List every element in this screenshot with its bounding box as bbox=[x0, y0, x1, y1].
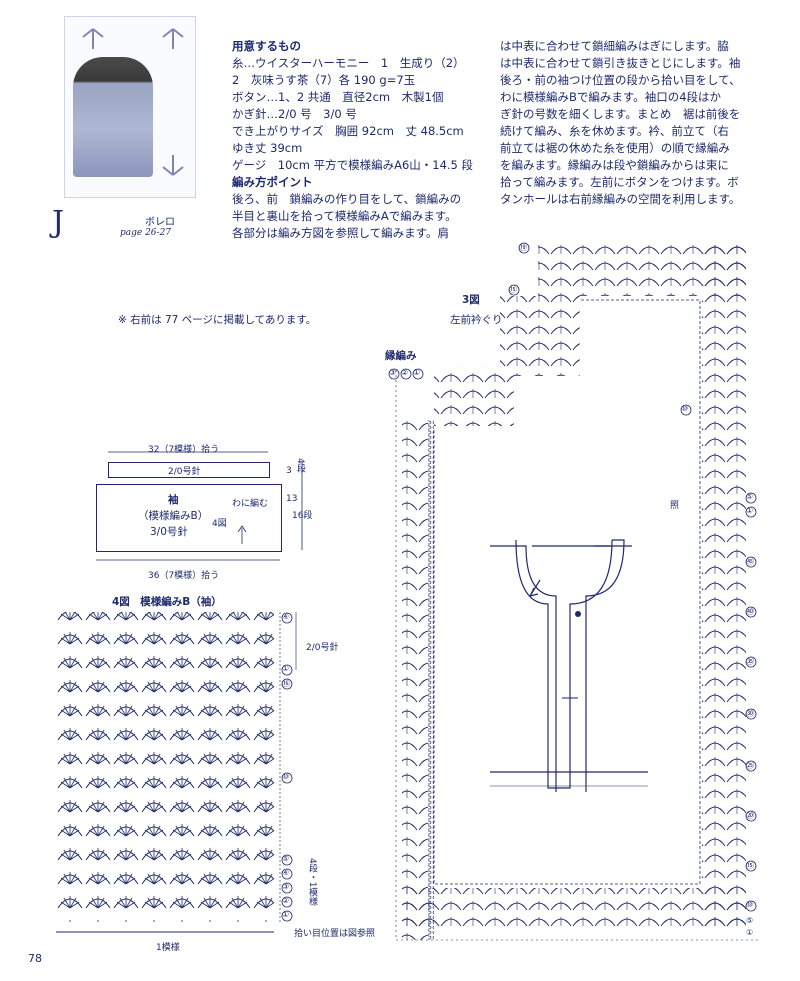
instructions-line: は中表に合わせて鎖引き抜きとじにします。袖 bbox=[500, 56, 741, 70]
row-mark: ⑤ bbox=[746, 492, 754, 501]
materials-line: ゆき丈 39cm bbox=[232, 141, 303, 155]
sleeve-needle-top: 2/0号針 bbox=[168, 467, 201, 477]
row-mark: ㉚ bbox=[746, 709, 754, 718]
materials-line: ボタン…1、2 共通 直径2cm 木製1個 bbox=[232, 90, 444, 104]
row-mark: ⑩ bbox=[746, 900, 754, 909]
collar-left-pick: （3模様）拾う bbox=[487, 591, 525, 614]
button-position-note: ボタンつけ位置 bbox=[598, 635, 662, 645]
fig4-pickup-note: 拾い目位置は図参照 bbox=[294, 929, 376, 939]
materials-title: 用意するもの bbox=[232, 39, 301, 53]
points-title: 編み方ポイント bbox=[232, 175, 313, 189]
sleeve-cuff bbox=[108, 462, 270, 478]
instructions-line: は中表に合わせて鎖細編みはぎにします。脇 bbox=[500, 39, 729, 53]
row-mark: ⑲ bbox=[519, 243, 527, 252]
collar-right-pick: （3模様）拾う bbox=[623, 591, 661, 614]
row-mark: ⑮ bbox=[746, 861, 754, 870]
row-mark: ② bbox=[401, 368, 409, 377]
fig4-needle: 2/0号針 bbox=[306, 643, 339, 653]
row-mark: ㊺ bbox=[746, 557, 754, 566]
row-mark: ⑯ bbox=[282, 679, 290, 688]
row-mark: ⑤ bbox=[282, 854, 290, 863]
fig3-row-marks bbox=[508, 242, 757, 912]
points-line: 各部分は編み方図を参照して編みます。肩 bbox=[232, 226, 450, 240]
photo-frame bbox=[64, 16, 196, 198]
collar-bottom-rows-a: 3 bbox=[552, 800, 558, 810]
collar-title: 衿、前立て（縁編み） bbox=[476, 498, 581, 510]
fig4-chart bbox=[56, 612, 297, 933]
collar-pickup-note: 拾い目位置は図参照 bbox=[598, 501, 680, 511]
sleeve-bottom-width: 36（7模様）拾う bbox=[148, 571, 220, 581]
row-mark: ① bbox=[746, 928, 754, 937]
instructions-line: を編みます。縁編みは段や鎖編みからは束に bbox=[500, 158, 729, 172]
points-line: 半目と裏山を拾って模様編みAで編みます。 bbox=[232, 209, 457, 223]
collar-front-pick: （8模様）拾う bbox=[519, 671, 557, 694]
page-ref: page 26-27 bbox=[120, 228, 172, 238]
sleeve-side-top-rows: 4段 bbox=[295, 458, 305, 473]
row-mark: ㊵ bbox=[746, 607, 754, 616]
row-mark: ① bbox=[413, 368, 421, 377]
row-mark: ㉕ bbox=[746, 761, 754, 770]
materials-line: 2 灰味うす茶（7）各 190 g=7玉 bbox=[232, 73, 416, 87]
item-name: ボレロ bbox=[145, 217, 175, 228]
fig3-chart bbox=[395, 244, 760, 941]
row-mark: ⑩ bbox=[681, 404, 689, 413]
sleeve-pattern: （模様編みB） bbox=[138, 510, 209, 522]
instructions-line: 後ろ・前の袖つけ位置の段から拾い目をして、 bbox=[500, 73, 741, 87]
sleeve-body bbox=[96, 484, 282, 552]
collar-top-rows-b: 3段 bbox=[633, 518, 643, 533]
materials-line: でき上がりサイズ 胸囲 92cm 丈 48.5cm bbox=[232, 124, 464, 138]
row-mark: ㉟ bbox=[746, 657, 754, 666]
fig4-title: 4図 模様編みB（袖） bbox=[112, 596, 222, 608]
border-label: 縁編み bbox=[385, 350, 417, 362]
instructions-line: 前立ては裾の休めた糸を使用）の順で縁編み bbox=[500, 141, 730, 155]
row-mark: ① bbox=[746, 506, 754, 515]
materials-line: かぎ針…2/0 号 3/0 号 bbox=[232, 107, 357, 121]
model-photo bbox=[73, 57, 153, 177]
right-front-note: ※ 右前は 77 ページに掲載してあります。 bbox=[118, 314, 317, 326]
row-mark: ③ bbox=[282, 882, 290, 891]
sleeve-title: 袖 bbox=[168, 494, 179, 506]
materials-line: 糸…ウイスターハーモニー 1 生成り（2） bbox=[232, 56, 465, 70]
materials-block: 用意するもの 糸…ウイスターハーモニー 1 生成り（2） 2 灰味うす茶（7）各… bbox=[232, 38, 473, 242]
sleeve-side-mid-rows: 16段 bbox=[292, 511, 313, 521]
sleeve-side-mid: 13 bbox=[286, 494, 298, 504]
materials-line: ゲージ 10cm 平方で模様編みA6山・14.5 段 bbox=[232, 158, 474, 172]
instructions-block: は中表に合わせて鎖細編みはぎにします。脇 は中表に合わせて鎖引き抜きとじにします… bbox=[500, 38, 741, 208]
instructions-line: ぎ針の号数を細くします。まとめ 裾は前後を bbox=[500, 107, 741, 121]
collar-bottom-rows-b: 3段 bbox=[561, 796, 571, 811]
item-letter: J bbox=[52, 205, 65, 240]
row-mark: ④ bbox=[282, 868, 290, 877]
sleeve-ring: わに編む bbox=[232, 499, 269, 509]
points-line: 後ろ、前 鎖編みの作り目をして、鎖編みの bbox=[232, 192, 462, 206]
row-mark: ① bbox=[282, 664, 290, 673]
buttonhole-note: ボタンホールは 模様の穴を利用 bbox=[476, 631, 540, 654]
collar-top-rows-a: 3 bbox=[624, 522, 630, 532]
instructions-line: 続けて編み、糸を休めます。衿、前立て（右 bbox=[500, 124, 729, 138]
fig4-repeat-label: 1模様 bbox=[156, 943, 180, 953]
row-mark: ⑮ bbox=[509, 285, 517, 294]
fig3-title: 3図 bbox=[462, 294, 480, 306]
row-mark: ① bbox=[282, 910, 290, 919]
page-number: 78 bbox=[28, 952, 42, 965]
row-mark: ⑩ bbox=[282, 772, 290, 781]
instructions-line: わに模様編みBで編みます。袖口の4段はか bbox=[500, 90, 722, 104]
sleeve-needle: 3/0号針 bbox=[150, 526, 188, 538]
row-mark: ⑤ bbox=[746, 916, 754, 925]
row-mark: ③ bbox=[389, 368, 397, 377]
sleeve-top-width: 32（7模様）拾う bbox=[148, 445, 220, 455]
sleeve-side-top: 3 bbox=[286, 466, 292, 476]
row-mark: ② bbox=[282, 896, 290, 905]
sleeve-fig-ref: 4図 bbox=[212, 519, 227, 529]
collar-top-pick: （4模様）拾う bbox=[546, 525, 606, 535]
row-mark: ⑳ bbox=[746, 811, 754, 820]
instructions-line: タンホールは右前縁編みの空間を利用します。 bbox=[500, 192, 741, 206]
collar-inset bbox=[470, 488, 670, 824]
row-mark: ④ bbox=[282, 612, 290, 621]
fig4-rows-label: 4段・1模様 bbox=[307, 858, 317, 906]
instructions-line: 拾って編みます。左前にボタンをつけます。ボ bbox=[500, 175, 739, 189]
fig3-subtitle: 左前衿ぐり bbox=[450, 314, 503, 326]
